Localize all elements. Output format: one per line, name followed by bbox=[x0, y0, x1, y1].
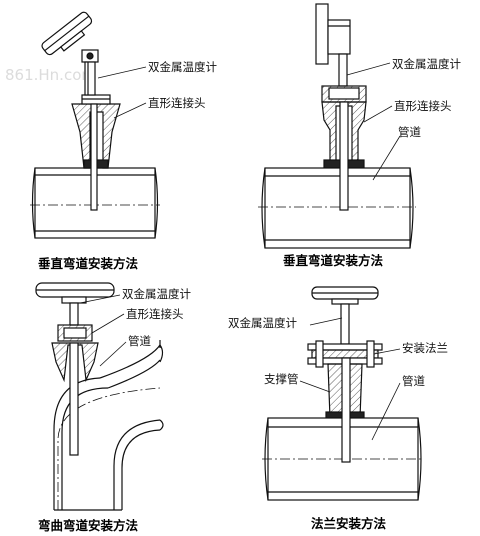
panel-vertical-straight bbox=[258, 3, 416, 249]
watermark: 861.Hn.com bbox=[5, 66, 96, 84]
label-pipe-4: 管道 bbox=[402, 374, 425, 388]
panel-flange bbox=[262, 286, 424, 501]
pipe-2 bbox=[258, 167, 416, 249]
label-pipe-2: 管道 bbox=[398, 125, 421, 139]
caption-2: 垂直弯道安装方法 bbox=[283, 253, 384, 268]
stem-4 bbox=[341, 357, 351, 463]
label-support-4: 支撑管 bbox=[264, 372, 299, 386]
label-connector-2: 直形连接头 bbox=[394, 99, 452, 113]
label-thermometer-3: 双金属温度计 bbox=[122, 287, 191, 301]
label-flange-4: 安装法兰 bbox=[402, 341, 448, 355]
panel-vertical-elbow bbox=[30, 11, 160, 239]
caption-1: 垂直弯道安装方法 bbox=[38, 256, 139, 271]
label-connector-1: 直形连接头 bbox=[148, 96, 206, 110]
label-pipe-3: 管道 bbox=[128, 334, 151, 348]
caption-4: 法兰安装方法 bbox=[311, 516, 387, 531]
thermometer-1 bbox=[41, 11, 93, 56]
joint-1 bbox=[81, 49, 99, 96]
label-thermometer-2: 双金属温度计 bbox=[392, 57, 461, 71]
label-connector-3: 直形连接头 bbox=[126, 307, 184, 321]
stem-3 bbox=[69, 342, 79, 456]
caption-3: 弯曲弯道安装方法 bbox=[38, 518, 139, 533]
thermometer-2 bbox=[315, 3, 351, 87]
stem-1 bbox=[90, 103, 98, 211]
panel-bend-pipe bbox=[35, 282, 164, 511]
label-thermometer-4: 双金属温度计 bbox=[228, 316, 297, 330]
thermometer-3 bbox=[35, 282, 115, 326]
boss-1 bbox=[71, 94, 121, 169]
thermometer-4 bbox=[311, 286, 379, 345]
label-thermometer-1: 双金属温度计 bbox=[148, 60, 217, 74]
boss-2 bbox=[321, 101, 367, 166]
stem-2 bbox=[339, 101, 349, 211]
boss-3 bbox=[51, 342, 99, 383]
